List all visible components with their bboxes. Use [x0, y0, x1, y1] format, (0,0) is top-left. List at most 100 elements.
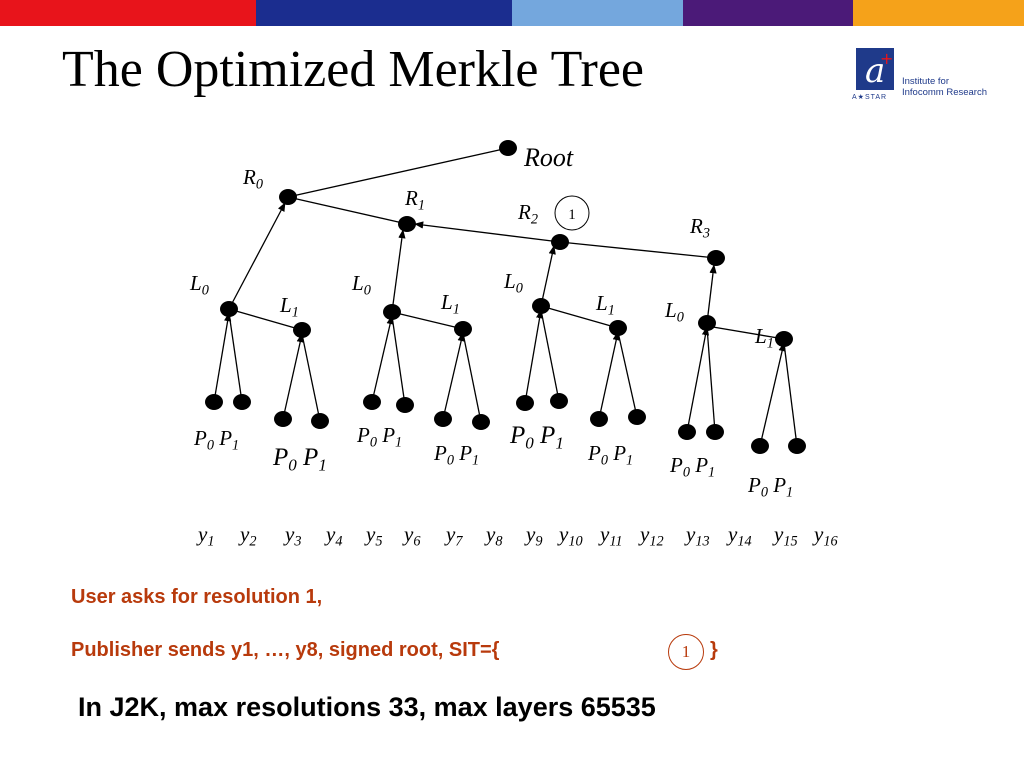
l-label-5: L1 — [595, 291, 615, 319]
logo-line-1: Institute for — [902, 76, 949, 87]
y-label-15: y15 — [772, 522, 798, 550]
color-bar-red — [0, 0, 256, 26]
l-node-5 — [609, 320, 627, 336]
r-label-1: R1 — [404, 186, 425, 214]
edge-leaf-3 — [301, 333, 321, 422]
p-label-5: P0 P1 — [587, 441, 633, 469]
root-node — [499, 140, 517, 156]
p-label-4: P0 P1 — [509, 422, 564, 453]
y-label-14: y14 — [726, 522, 752, 550]
edge-l1-l0-1 — [391, 311, 464, 330]
y-label-2: y2 — [238, 522, 256, 550]
p-label-3: P0 P1 — [433, 441, 479, 469]
edge-leaf-2 — [282, 333, 304, 420]
r-node-0 — [279, 189, 297, 205]
edge-leaf-0 — [213, 312, 232, 403]
resolution-circle-text: 1 — [568, 207, 576, 223]
sit-circle-mark: 1 — [668, 634, 704, 670]
leaf-node-4 — [363, 394, 381, 410]
edge-leaf-9 — [540, 309, 560, 402]
j2k-limits-text: In J2K, max resolutions 33, max layers 6… — [78, 692, 656, 722]
edge-l0-r2 — [540, 245, 556, 307]
resolution-circle-mark: 1 — [554, 195, 590, 231]
y-label-9: y9 — [524, 522, 542, 550]
user-request-text: User asks for resolution 1, — [71, 586, 323, 608]
leaf-node-7 — [472, 414, 490, 430]
edge-r2-r1 — [414, 221, 561, 243]
l-node-1 — [293, 322, 311, 338]
p-label-2: P0 P1 — [356, 423, 402, 451]
logo-astar-text: A★STAR — [852, 94, 888, 101]
edge-root-r0 — [287, 147, 509, 198]
l-label-6: L0 — [664, 298, 684, 326]
slide-title: The Optimized Merkle Tree — [62, 41, 644, 98]
edge-leaf-15 — [783, 342, 798, 447]
y-label-12: y12 — [638, 522, 664, 550]
leaf-node-8 — [516, 395, 534, 411]
l-label-0: L0 — [189, 271, 209, 299]
p-label-7: P0 P1 — [747, 473, 793, 501]
leaf-node-5 — [396, 397, 414, 413]
color-bar-navy — [256, 0, 512, 26]
leaf-node-15 — [788, 438, 806, 454]
l-node-6 — [698, 315, 716, 331]
y-label-6: y6 — [402, 522, 421, 550]
leaf-node-3 — [311, 413, 329, 429]
logo-text: Institute for Infocomm Research — [902, 76, 1012, 98]
logo-line-2: Infocomm Research — [902, 87, 988, 98]
y-label-4: y4 — [324, 522, 342, 550]
leaf-node-13 — [706, 424, 724, 440]
l-node-3 — [454, 321, 472, 337]
edge-l0-r3 — [706, 264, 717, 324]
r-label-0: R0 — [242, 165, 263, 193]
edge-leaf-4 — [371, 315, 394, 403]
leaf-node-6 — [434, 411, 452, 427]
edge-leaf-14 — [759, 342, 786, 447]
leaf-node-11 — [628, 409, 646, 425]
edge-leaf-12 — [686, 326, 710, 433]
color-bar-orange — [853, 0, 1024, 26]
y-label-3: y3 — [283, 522, 301, 550]
r-label-3: R3 — [689, 214, 710, 242]
edge-l0-r1 — [391, 229, 406, 313]
color-bar-purple — [683, 0, 853, 26]
color-bar-lightblue — [512, 0, 683, 26]
l-node-7 — [775, 331, 793, 347]
l-label-3: L1 — [440, 290, 460, 318]
y-label-7: y7 — [444, 522, 463, 550]
p-label-6: P0 P1 — [669, 453, 715, 481]
p-label-0: P0 P1 — [193, 426, 239, 454]
y-label-13: y13 — [684, 522, 710, 550]
edge-leaf-5 — [391, 315, 406, 406]
y-label-8: y8 — [484, 522, 502, 550]
leaf-node-10 — [590, 411, 608, 427]
leaf-node-9 — [550, 393, 568, 409]
top-color-bar — [0, 0, 1024, 26]
root-label: Root — [523, 143, 574, 172]
l-node-2 — [383, 304, 401, 320]
p-label-1: P0 P1 — [272, 444, 327, 475]
svg-text:+: + — [880, 49, 893, 68]
y-label-5: y5 — [364, 522, 382, 550]
l-label-7: L1 — [754, 324, 774, 352]
svg-text:a: a — [865, 51, 885, 91]
r-node-3 — [707, 250, 725, 266]
y-label-10: y10 — [557, 522, 583, 550]
leaf-node-12 — [678, 424, 696, 440]
l-label-4: L0 — [503, 269, 523, 297]
edge-leaf-1 — [228, 312, 243, 403]
edge-leaf-13 — [706, 326, 716, 433]
edge-l1-l0-3 — [700, 322, 785, 340]
publisher-sends-suffix: } — [710, 639, 718, 661]
l-node-4 — [532, 298, 550, 314]
edge-leaf-7 — [462, 332, 482, 423]
leaf-node-1 — [233, 394, 251, 410]
publisher-sends-text: Publisher sends y1, …, y8, signed root, … — [71, 639, 499, 662]
edge-r0-r1 — [287, 196, 408, 225]
astar-logo-icon: a + — [856, 48, 894, 91]
y-label-11: y11 — [598, 522, 623, 550]
r-label-2: R2 — [517, 200, 538, 228]
publisher-sends-prefix: Publisher sends y1, …, y8, signed root, … — [71, 639, 500, 661]
edge-leaf-6 — [442, 332, 465, 420]
